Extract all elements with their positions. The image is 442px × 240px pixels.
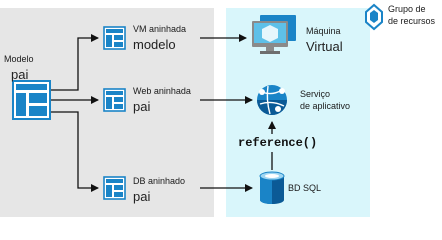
app-resource-label-2: de aplicativo <box>300 101 351 111</box>
db-template-icon <box>103 176 126 200</box>
sql-database-icon <box>259 171 285 204</box>
reference-function-label: reference() <box>238 136 318 150</box>
parent-template-label-1: Modelo <box>4 54 34 64</box>
web-template-icon <box>103 88 126 112</box>
connector-parent-vm <box>50 34 99 91</box>
vm-template-label-2: modelo <box>133 37 176 52</box>
db-template-label-2: pai <box>133 189 151 204</box>
parent-template-icon <box>12 80 51 120</box>
vm-template-icon <box>103 26 126 50</box>
vm-template-label-1: VM aninhada <box>133 24 187 34</box>
resource-group-label-1: Grupo de <box>388 4 426 14</box>
resource-group-panel <box>226 8 370 217</box>
virtual-machine-icon <box>252 15 296 54</box>
db-resource-label: BD SQL <box>288 183 322 193</box>
connector-parent-db <box>50 111 99 192</box>
db-template-label-1: DB aninhado <box>133 176 186 186</box>
web-template-label-2: pai <box>133 99 151 114</box>
web-template-label-1: Web aninhada <box>133 86 191 96</box>
app-service-icon <box>257 85 287 115</box>
app-resource-label-1: Serviço <box>300 89 331 99</box>
parent-template-label-2: pai <box>11 67 29 82</box>
vm-resource-label-2: Virtual <box>306 39 343 54</box>
resource-group-label-2: de recursos <box>388 16 436 26</box>
vm-resource-label-1: Máquina <box>306 26 341 36</box>
resource-group-icon <box>365 3 383 31</box>
diagram-canvas <box>12 3 383 204</box>
